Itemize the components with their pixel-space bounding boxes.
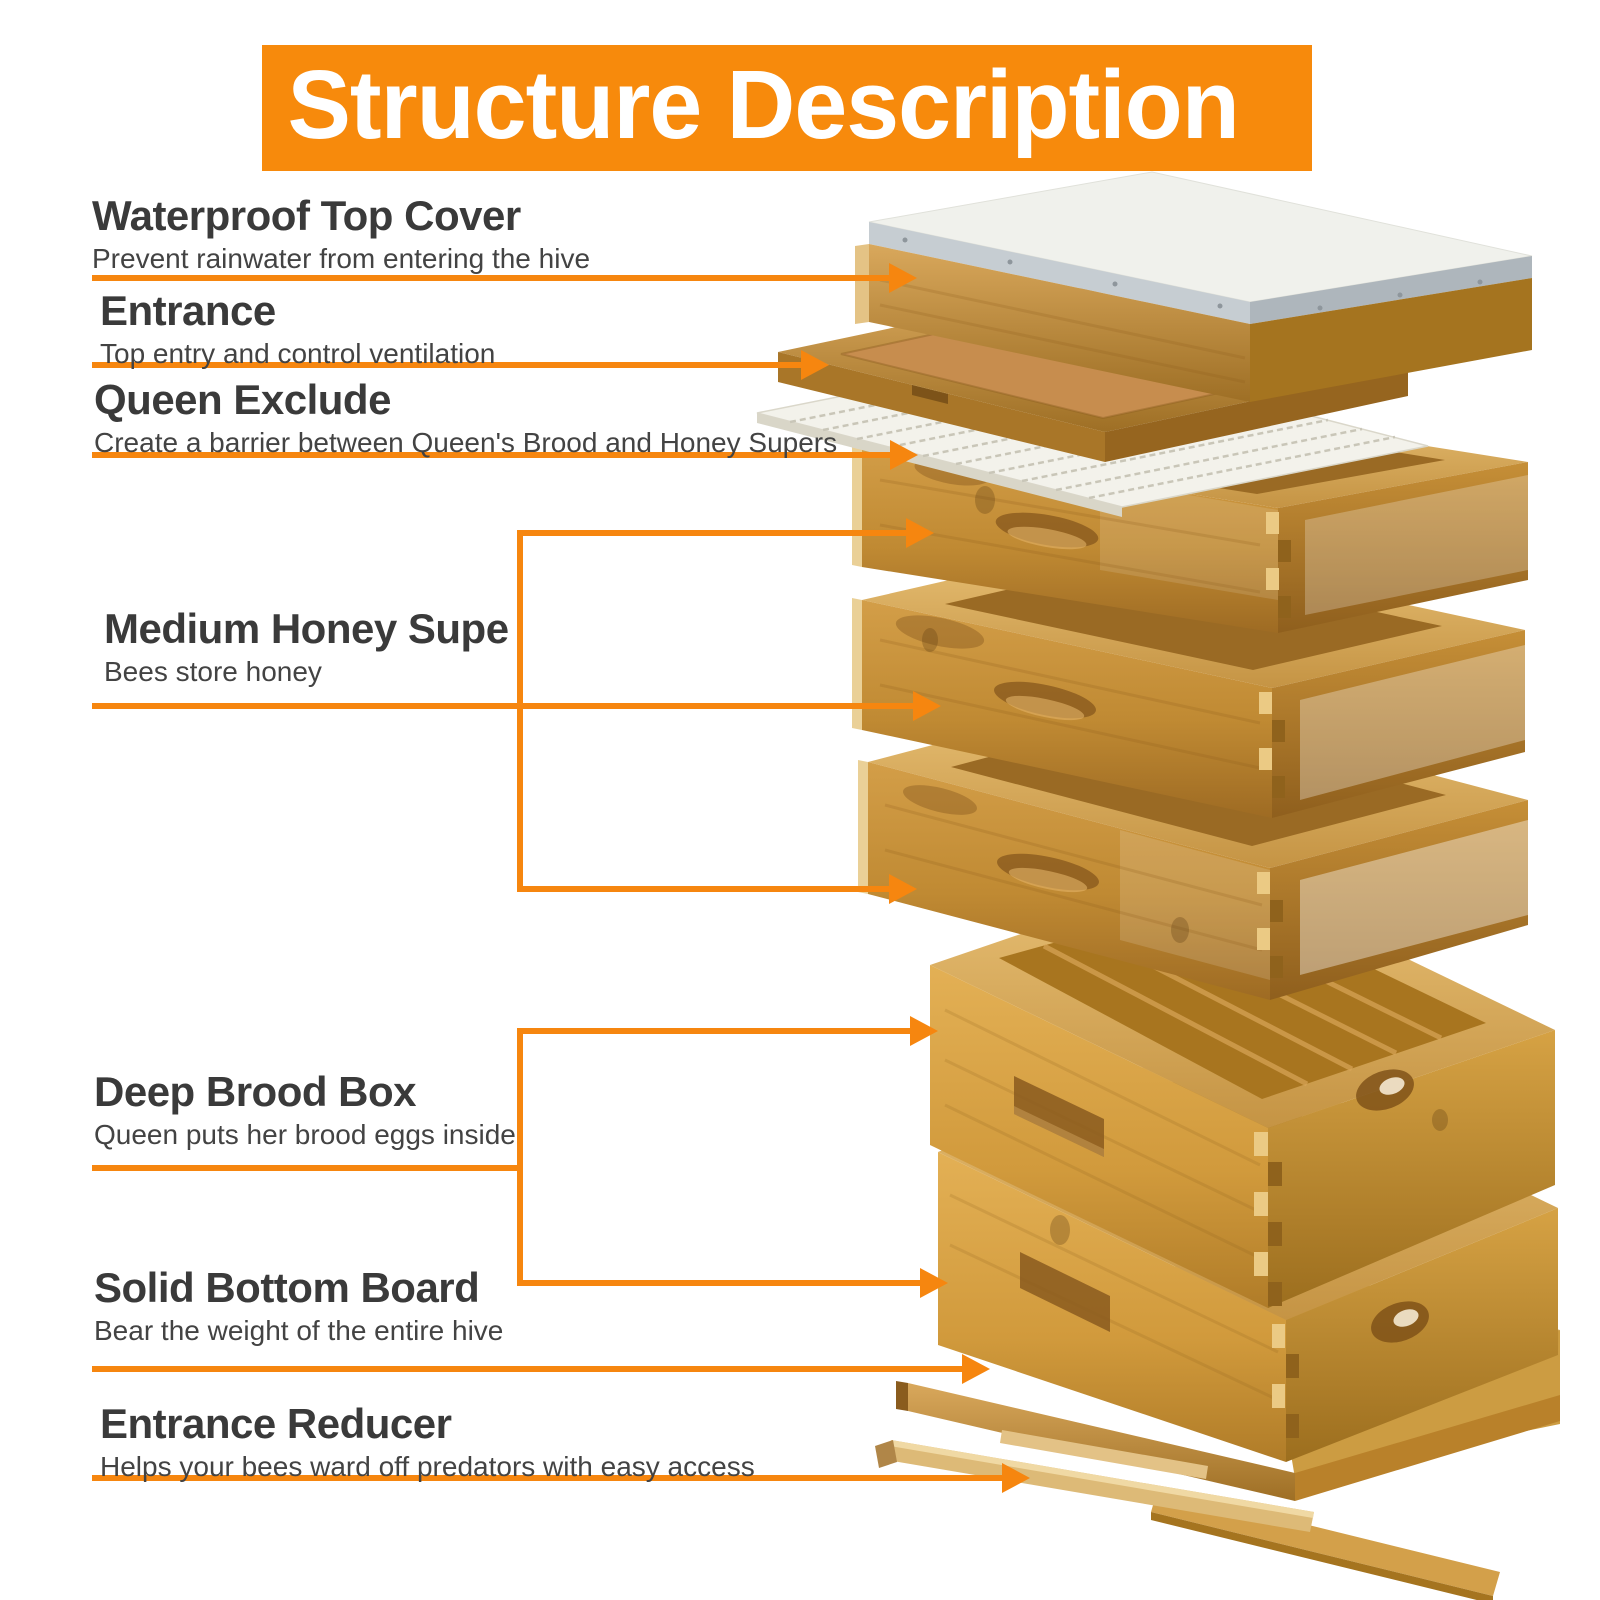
- label-title: Queen Exclude: [94, 376, 391, 423]
- arrow-right-icon: [889, 263, 917, 293]
- label-entrance-reducer: Entrance Reducer Helps your bees ward of…: [100, 1400, 755, 1483]
- label-deep-brood-box: Deep Brood Box Queen puts her brood eggs…: [94, 1068, 516, 1151]
- arrow-right-icon: [920, 1268, 948, 1298]
- label-description: Bear the weight of the entire hive: [94, 1315, 504, 1346]
- label-description: Create a barrier between Queen's Brood a…: [94, 427, 838, 458]
- label-waterproof-top-cover: Waterproof Top Cover Prevent rainwater f…: [92, 192, 590, 275]
- arrow-right-icon: [962, 1354, 990, 1384]
- entrance-reducer: [875, 1430, 1314, 1532]
- arrow-right-icon: [906, 518, 934, 548]
- label-title: Solid Bottom Board: [94, 1264, 480, 1311]
- label-description: Bees store honey: [104, 656, 322, 687]
- label-description: Helps your bees ward off predators with …: [100, 1451, 755, 1482]
- waterproof-top-cover: [855, 171, 1533, 402]
- arrow-right-icon: [913, 691, 941, 721]
- label-title: Entrance Reducer: [100, 1400, 452, 1447]
- label-queen-exclude: Queen Exclude Create a barrier between Q…: [94, 376, 837, 459]
- label-title: Deep Brood Box: [94, 1068, 417, 1115]
- arrow-right-icon: [910, 1016, 938, 1046]
- page-title: Structure Description: [287, 50, 1239, 159]
- arrow-right-icon: [889, 874, 917, 904]
- label-description: Queen puts her brood eggs inside: [94, 1119, 516, 1150]
- arrow-right-icon: [1002, 1463, 1030, 1493]
- label-medium-honey-supe: Medium Honey Supe Bees store honey: [104, 605, 509, 688]
- label-title: Medium Honey Supe: [104, 605, 509, 652]
- label-entrance: Entrance Top entry and control ventilati…: [100, 287, 495, 370]
- label-description: Prevent rainwater from entering the hive: [92, 243, 591, 274]
- connectors: [92, 263, 1030, 1493]
- arrow-right-icon: [890, 440, 918, 470]
- label-title: Entrance: [100, 287, 276, 334]
- label-description: Top entry and control ventilation: [100, 338, 496, 369]
- label-title: Waterproof Top Cover: [92, 192, 521, 239]
- title-banner: Structure Description: [262, 45, 1312, 171]
- arrow-right-icon: [801, 350, 829, 380]
- label-solid-bottom-board: Solid Bottom Board Bear the weight of th…: [94, 1264, 503, 1347]
